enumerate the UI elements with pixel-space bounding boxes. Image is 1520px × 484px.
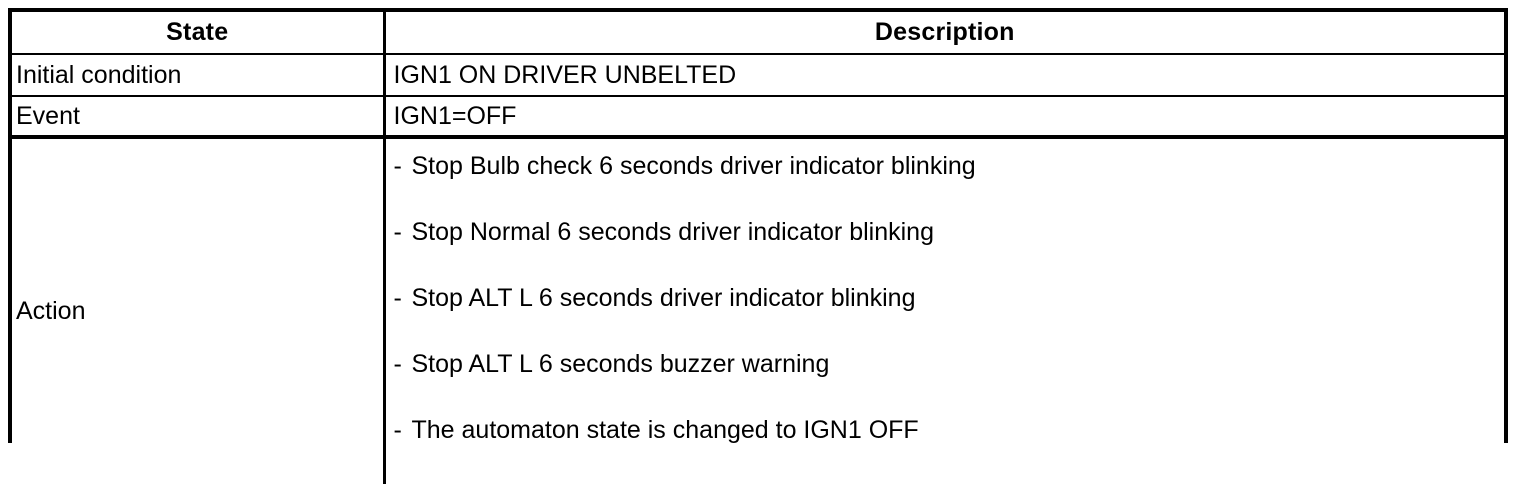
description-value-event: IGN1=OFF — [393, 101, 517, 130]
cell-state-initial-condition: Initial condition — [12, 54, 386, 97]
cell-state-action: Action — [12, 137, 386, 484]
table-header-row: State Description — [12, 12, 1504, 55]
cell-description-event: IGN1=OFF — [384, 96, 1504, 139]
column-header-state: State — [166, 18, 229, 46]
action-item-text: Stop Normal 6 seconds driver indicator b… — [411, 218, 934, 246]
action-item-text: Stop ALT L 6 seconds buzzer warning — [411, 350, 830, 378]
column-header-description: Description — [874, 18, 1015, 46]
document-page: State Description Initial condition IGN1… — [8, 8, 1508, 484]
cell-state-event: Event — [12, 96, 386, 139]
state-label-event: Event — [16, 101, 80, 130]
action-item-text: Stop Bulb check 6 seconds driver indicat… — [411, 152, 976, 180]
table-row: Initial condition IGN1 ON DRIVER UNBELTE… — [12, 54, 1504, 97]
bullet-dash-icon: - — [393, 350, 402, 378]
state-label-initial-condition: Initial condition — [16, 60, 182, 89]
cell-description-initial-condition: IGN1 ON DRIVER UNBELTED — [384, 54, 1504, 97]
action-item-text: The automaton state is changed to IGN1 O… — [411, 416, 919, 444]
list-item: -The automaton state is changed to IGN1 … — [394, 418, 1505, 484]
header-cell-state: State — [12, 12, 386, 55]
header-cell-description: Description — [384, 12, 1504, 55]
table-row: Event IGN1=OFF — [12, 96, 1504, 139]
table-row: Action -Stop Bulb check 6 seconds driver… — [12, 137, 1504, 484]
bullet-dash-icon: - — [393, 218, 402, 246]
list-item: -Stop Normal 6 seconds driver indicator … — [394, 220, 1505, 286]
cell-description-action: -Stop Bulb check 6 seconds driver indica… — [384, 137, 1504, 484]
list-item: -Stop ALT L 6 seconds buzzer warning — [394, 352, 1505, 418]
state-description-table: State Description Initial condition IGN1… — [8, 8, 1508, 484]
list-item: -Stop ALT L 6 seconds driver indicator b… — [394, 286, 1505, 352]
action-list: -Stop Bulb check 6 seconds driver indica… — [386, 139, 1505, 484]
description-value-initial-condition: IGN1 ON DRIVER UNBELTED — [393, 60, 737, 89]
bullet-dash-icon: - — [393, 152, 402, 180]
bullet-dash-icon: - — [393, 284, 402, 312]
state-label-action: Action — [16, 297, 86, 325]
list-item: -Stop Bulb check 6 seconds driver indica… — [394, 154, 1505, 220]
bullet-dash-icon: - — [393, 416, 402, 444]
action-item-text: Stop ALT L 6 seconds driver indicator bl… — [411, 284, 916, 312]
